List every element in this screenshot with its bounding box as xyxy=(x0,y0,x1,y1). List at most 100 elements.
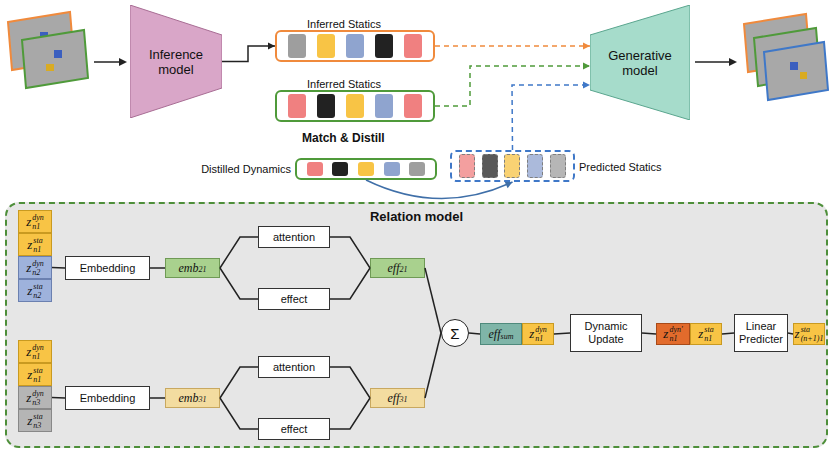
process-name: Linear Predicter xyxy=(738,320,784,346)
superscript: sta xyxy=(33,282,42,291)
subscript: n1 xyxy=(33,245,41,254)
sum-node: Σ xyxy=(441,319,469,347)
connector xyxy=(220,367,258,398)
superscript: dyn xyxy=(32,343,44,352)
input-frame xyxy=(22,30,88,88)
latent-variable: zdyn'n1 xyxy=(656,323,690,345)
script-stack: sta(n+1)1 xyxy=(801,325,824,343)
connector-line xyxy=(222,46,275,62)
script-stack: dynn1 xyxy=(32,343,44,361)
variable-base: z xyxy=(529,326,534,342)
script-stack: dynn1 xyxy=(32,213,44,231)
connector-line xyxy=(366,180,513,199)
script-stack: dyn'n1 xyxy=(669,325,682,343)
connector xyxy=(220,237,258,268)
arrow-line xyxy=(94,61,120,63)
latent-variable: zstan3 xyxy=(18,409,52,432)
process-name: attention xyxy=(273,231,315,244)
relation-panel: Relation modelzdynn1zstan1zdynn2zstan2Em… xyxy=(5,202,828,448)
connector xyxy=(366,180,513,199)
group-heading: Inferred Statics xyxy=(307,78,381,90)
feature-base: emb xyxy=(179,391,199,406)
connector xyxy=(150,398,165,399)
latent-variable: zdynn1 xyxy=(522,323,554,345)
arrow-head xyxy=(729,58,737,66)
latent-variable: zstan1 xyxy=(18,233,52,256)
latent-bar xyxy=(527,154,543,178)
model-block: Generative model xyxy=(590,5,690,120)
feature-box: emb31 xyxy=(165,388,220,408)
variable-base: z xyxy=(27,413,32,429)
script-stack: stan3 xyxy=(33,412,42,430)
connector-line xyxy=(425,333,441,398)
script-stack: stan2 xyxy=(33,282,42,300)
feature-box: emb21 xyxy=(165,258,220,278)
connector-line xyxy=(642,333,656,334)
feature-base: emb xyxy=(179,261,199,276)
connector-line xyxy=(220,367,258,398)
connector xyxy=(512,82,590,150)
connector xyxy=(469,333,480,334)
panel-title: Relation model xyxy=(7,209,826,224)
latent-bar xyxy=(307,162,323,176)
connector-line xyxy=(554,333,570,334)
process-box: effect xyxy=(258,288,330,310)
subscript: sum xyxy=(501,332,514,341)
model-name: Generative model xyxy=(590,48,690,78)
superscript: dyn' xyxy=(669,325,682,334)
subscript: n2 xyxy=(33,291,41,300)
connector-line xyxy=(722,333,734,334)
trapezoid-outline xyxy=(590,5,690,120)
connector xyxy=(722,333,734,334)
connector-line xyxy=(435,66,590,106)
model-name: Inference model xyxy=(130,47,222,77)
latent-group: Predicted Statics xyxy=(450,150,575,182)
script-stack: dynn3 xyxy=(32,389,44,407)
script-stack: dynn2 xyxy=(32,259,44,277)
variable-base: z xyxy=(26,344,31,360)
arrow-head xyxy=(583,62,590,69)
feature-base: eff xyxy=(388,261,400,276)
script-stack: stan1 xyxy=(33,366,42,384)
process-box: Dynamic Update xyxy=(570,314,642,352)
group-heading: Predicted Statics xyxy=(579,161,662,173)
connector-line xyxy=(330,268,370,299)
connector xyxy=(435,62,590,106)
variable-base: z xyxy=(27,283,32,299)
latent-bar xyxy=(504,154,520,178)
arrow-head xyxy=(268,43,275,50)
cube xyxy=(54,50,62,58)
process-box: attention xyxy=(258,356,330,378)
arrow-head xyxy=(583,82,590,89)
arrow-head xyxy=(119,58,127,66)
superscript: sta xyxy=(801,325,810,334)
connector-line xyxy=(52,397,65,399)
subscript: 21 xyxy=(400,265,408,274)
superscript: dyn xyxy=(32,259,44,268)
connector-line xyxy=(150,267,165,269)
latent-variable: zstan2 xyxy=(18,279,52,302)
subscript: n1 xyxy=(535,334,543,343)
latent-variable: zsta(n+1)1 xyxy=(793,323,825,345)
connector xyxy=(425,268,441,333)
latent-bar xyxy=(358,162,374,176)
process-box: Embedding xyxy=(65,256,150,280)
variable-base: z xyxy=(795,326,800,342)
script-stack: dynn1 xyxy=(535,325,547,343)
superscript: sta xyxy=(33,236,42,245)
variable-base: z xyxy=(698,326,703,342)
process-name: Embedding xyxy=(80,392,136,405)
subscript: n3 xyxy=(32,398,40,407)
superscript: dyn xyxy=(535,325,547,334)
process-name: Dynamic Update xyxy=(574,320,638,346)
latent-group: Inferred Statics xyxy=(275,30,435,62)
connector-line xyxy=(469,333,480,334)
latent-variable: zdynn1 xyxy=(18,210,52,233)
subscript: (n+1)1 xyxy=(801,334,824,343)
connector xyxy=(330,237,370,268)
process-box: effect xyxy=(258,418,330,440)
connector xyxy=(330,367,370,398)
latent-bar xyxy=(550,154,566,178)
trapezoid-outline xyxy=(130,5,222,118)
